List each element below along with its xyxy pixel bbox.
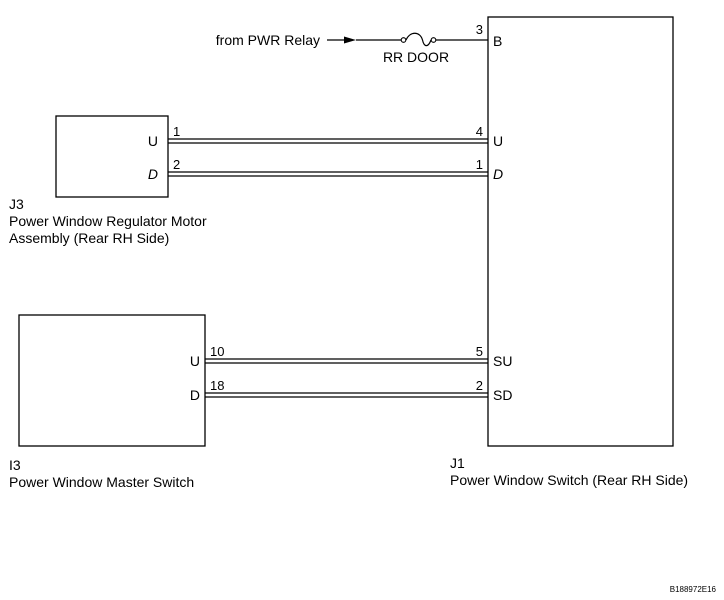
j1-pin-b-number: 3 (476, 22, 483, 37)
wire-j3-d-to-j1-d (168, 171, 488, 177)
i3-code: I3 (9, 457, 21, 473)
i3-terminal-d-name: D (190, 387, 200, 403)
j1-pin-u-number: 4 (476, 124, 483, 139)
j3-code: J3 (9, 196, 24, 212)
j1-pin-su-number: 5 (476, 344, 483, 359)
source-label: from PWR Relay (216, 32, 320, 48)
j3-name-line2: Assembly (Rear RH Side) (9, 230, 169, 246)
j3-terminal-u-name: U (148, 133, 158, 149)
j1-pin-sd-number: 2 (476, 378, 483, 393)
j1-terminal-sd-name: SD (493, 387, 512, 403)
i3-terminal-u-name: U (190, 353, 200, 369)
i3-master-switch-box (18, 314, 206, 447)
figure-reference: B188972E16 (670, 585, 717, 594)
j1-terminal-d-name: D (493, 166, 503, 182)
fuse-label: RR DOOR (383, 49, 449, 65)
j1-pin-d-number: 1 (476, 157, 483, 172)
j3-name-line1: Power Window Regulator Motor (9, 213, 207, 229)
i3-name: Power Window Master Switch (9, 474, 194, 490)
fuse-icon (400, 32, 437, 47)
j3-pin-d-number: 2 (173, 157, 180, 172)
j1-terminal-su-name: SU (493, 353, 512, 369)
wire-i3-d-to-j1-sd (205, 392, 488, 398)
j1-power-window-switch-box (487, 16, 674, 447)
j3-terminal-d-name: D (148, 166, 158, 182)
j1-terminal-u-name: U (493, 133, 503, 149)
i3-pin-d-number: 18 (210, 378, 224, 393)
j1-name: Power Window Switch (Rear RH Side) (450, 472, 688, 488)
i3-pin-u-number: 10 (210, 344, 224, 359)
j1-code: J1 (450, 455, 465, 471)
power-feed-arrow-icon (344, 36, 356, 44)
wire-j3-u-to-j1-u (168, 138, 488, 144)
j3-regulator-motor-box (55, 115, 169, 198)
wire-i3-u-to-j1-su (205, 358, 488, 364)
j3-pin-u-number: 1 (173, 124, 180, 139)
j1-terminal-b-name: B (493, 33, 502, 49)
